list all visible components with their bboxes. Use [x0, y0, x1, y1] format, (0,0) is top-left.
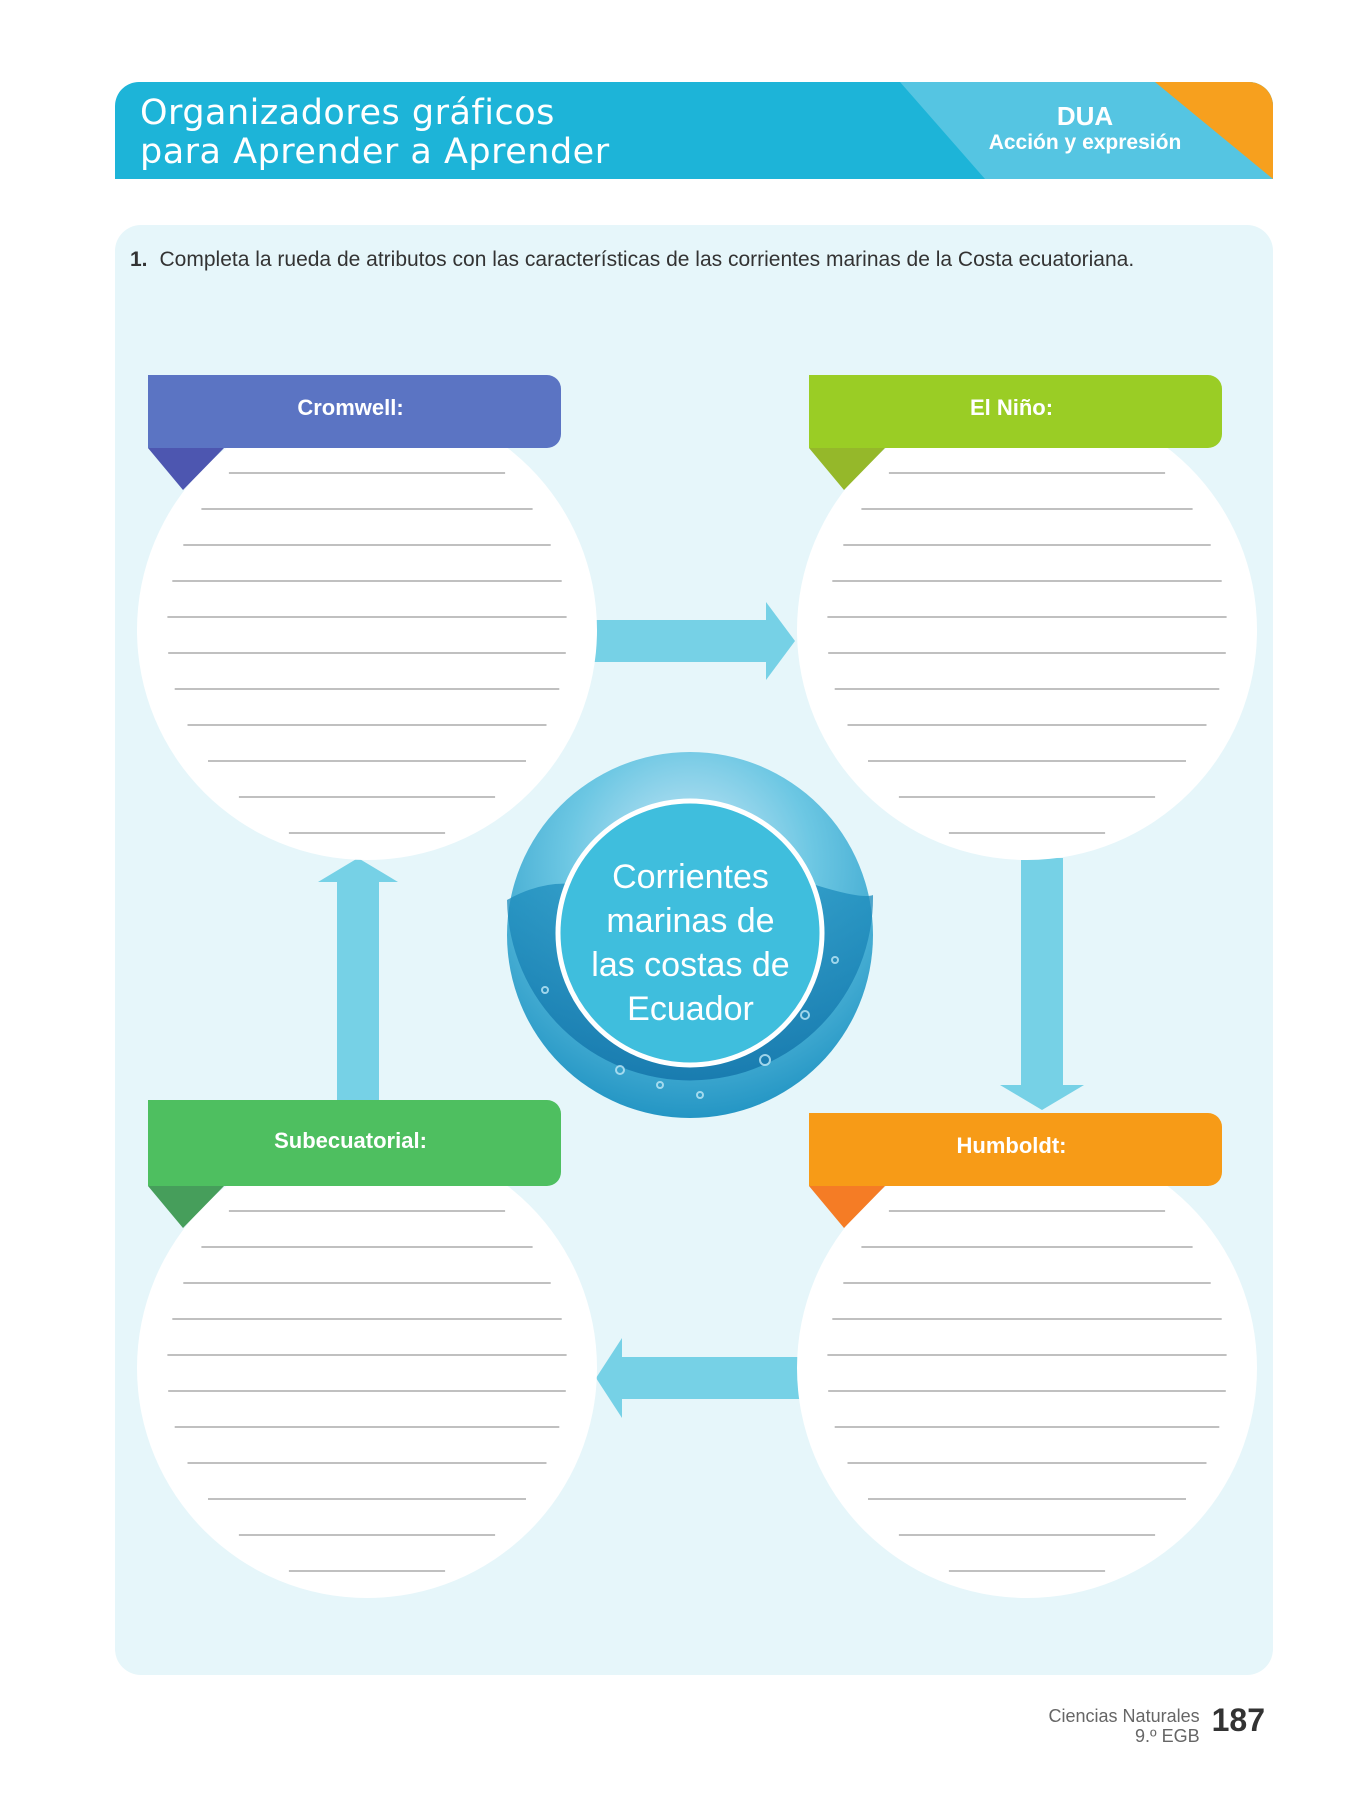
center-title-line-3: las costas de [591, 946, 790, 984]
banner-title: Organizadores gráficos para Aprender a A… [140, 94, 610, 172]
center-badge [555, 798, 825, 1068]
activity-instruction-text: Completa la rueda de atributos con las c… [159, 248, 1135, 271]
writing-area-subecuatorial[interactable] [137, 1138, 597, 1598]
writing-lines [167, 1210, 567, 1572]
section-banner: Organizadores gráficos para Aprender a A… [115, 82, 1273, 179]
center-title-line-4: Ecuador [627, 990, 754, 1028]
banner-title-line-1: Organizadores gráficos [140, 93, 555, 133]
banner-light-band [900, 82, 1273, 179]
bubbles-decoration [541, 956, 839, 1099]
footer-subject: Ciencias Naturales 9.º EGB [1049, 1706, 1200, 1746]
arrow-humboldt-to-subecuatorial [596, 1338, 800, 1418]
arrow-el-nino-to-humboldt [1000, 858, 1084, 1110]
writing-lines [827, 1210, 1227, 1572]
writing-lines [827, 472, 1227, 834]
center-title-line-1: Corrientes [612, 858, 769, 896]
arrow-cromwell-to-el-nino [593, 602, 795, 680]
activity-instruction: 1. Completa la rueda de atributos con las… [130, 248, 1250, 272]
label-tab-subecuatorial [148, 1100, 561, 1228]
label-cromwell: Cromwell: [297, 395, 404, 420]
label-subecuatorial: Subecuatorial: [274, 1128, 427, 1153]
label-tab-cromwell [148, 375, 561, 490]
center-title: Corrientes marinas de las costas de Ecua… [563, 855, 818, 1031]
label-tab-humboldt [809, 1113, 1222, 1228]
footer-grade: 9.º EGB [1135, 1726, 1200, 1746]
dua-label: DUA [1056, 101, 1114, 131]
banner-background [900, 82, 1273, 179]
activity-number: 1. [130, 248, 148, 271]
arrow-subecuatorial-to-cromwell [318, 858, 398, 1105]
dua-subtitle: Acción y expresión [988, 131, 1182, 154]
dua-badge: DUA Acción y expresión [975, 102, 1195, 156]
label-humboldt: Humboldt: [956, 1133, 1067, 1158]
banner-title-line-2: para Aprender a Aprender [140, 132, 610, 172]
center-hub [507, 752, 874, 1118]
writing-area-cromwell[interactable] [137, 400, 597, 860]
page-number: 187 [1211, 1702, 1265, 1738]
center-title-line-2: marinas de [606, 902, 775, 940]
label-el-nino: El Niño: [969, 395, 1054, 420]
writing-lines [167, 472, 567, 834]
label-tab-el-nino [809, 375, 1222, 490]
footer-subject-name: Ciencias Naturales [1048, 1706, 1200, 1726]
page-footer: Ciencias Naturales 9.º EGB 187 [1049, 1702, 1265, 1746]
banner-corner-accent [1155, 82, 1273, 179]
writing-area-el-nino[interactable] [797, 400, 1257, 860]
writing-area-humboldt[interactable] [797, 1138, 1257, 1598]
